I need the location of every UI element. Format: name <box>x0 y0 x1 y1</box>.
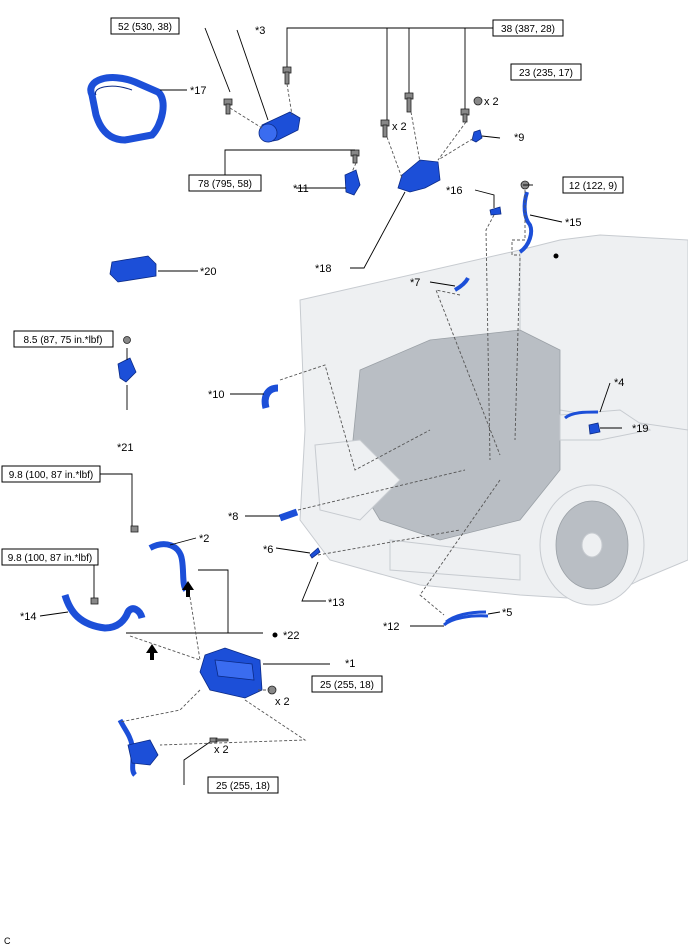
pipe-12-part <box>443 610 489 627</box>
torque-9-8-a-box: 9.8 (100, 87 in.*lbf) <box>1 465 101 483</box>
torque-38-box: 38 (387, 28) <box>492 19 564 37</box>
callout-14: *14 <box>20 611 37 623</box>
quantity-label: x 2 <box>392 121 407 133</box>
torque-9-8-b-box: 9.8 (100, 87 in.*lbf) <box>1 548 99 566</box>
leader-lines <box>39 27 622 785</box>
bolt-38-c <box>404 92 414 113</box>
dashed-guide-lines <box>119 83 526 746</box>
callout-20: *20 <box>200 266 217 278</box>
module-20-part <box>109 255 157 283</box>
bolt-38-d <box>460 108 470 123</box>
torque-25-a-box: 25 (255, 18) <box>311 675 383 693</box>
callout-17: *17 <box>190 85 207 97</box>
torque-23-box: 23 (235, 17) <box>510 63 582 81</box>
torque-78-box: 78 (795, 58) <box>188 174 262 192</box>
torque-25-b-box: 25 (255, 18) <box>207 776 279 794</box>
hose-15-part <box>518 191 534 254</box>
arrow-up-icon <box>182 581 194 597</box>
cover-part <box>258 111 301 143</box>
callout-12: *12 <box>383 621 400 633</box>
callout-2: *2 <box>199 533 209 545</box>
callout-5: *5 <box>502 607 512 619</box>
marker-dot-legend <box>272 632 278 638</box>
bolt-52 <box>223 98 233 115</box>
quantity-label: x 2 <box>275 696 290 708</box>
nut-23 <box>473 96 483 106</box>
torque-78-text: 78 (795, 58) <box>198 179 252 190</box>
bolt-38-a <box>282 66 292 85</box>
callout-19: *19 <box>632 423 649 435</box>
part-19 <box>588 422 601 435</box>
callout-9: *9 <box>514 132 524 144</box>
drive-belt-part <box>87 74 167 144</box>
torque-12-box: 12 (122, 9) <box>562 176 624 194</box>
callout-22: *22 <box>283 630 300 642</box>
torque-52-box: 52 (530, 38) <box>110 17 180 35</box>
compressor-lower-part <box>117 718 229 777</box>
hose-14-part <box>61 593 146 632</box>
bolt-38-b <box>380 119 390 138</box>
pipe-8-part <box>278 508 299 522</box>
hose-2-part <box>130 525 189 592</box>
torque-23-text: 23 (235, 17) <box>519 68 573 79</box>
callout-18: *18 <box>315 263 332 275</box>
torque-9-8-a-text: 9.8 (100, 87 in.*lbf) <box>9 470 94 481</box>
bracket-9-part <box>471 129 483 143</box>
callout-16: *16 <box>446 185 463 197</box>
torque-25-b-text: 25 (255, 18) <box>216 781 270 792</box>
bolt-78 <box>350 149 360 164</box>
torque-9-8-b-text: 9.8 (100, 87 in.*lbf) <box>8 553 93 564</box>
hose-10-part <box>261 384 279 409</box>
bracket-11-part <box>344 169 361 196</box>
figure-corner-letter: C <box>4 936 11 946</box>
compressor-part <box>199 647 277 699</box>
marker-dot <box>553 253 559 259</box>
arrow-up-icon-2 <box>146 644 158 660</box>
torque-52-text: 52 (530, 38) <box>118 22 172 33</box>
callout-3: *3 <box>255 25 265 37</box>
torque-12-text: 12 (122, 9) <box>569 181 617 192</box>
torque-8-5-text: 8.5 (87, 75 in.*lbf) <box>24 335 103 346</box>
callout-13: *13 <box>328 597 345 609</box>
vehicle-illustration <box>299 234 688 606</box>
callout-10: *10 <box>208 389 225 401</box>
compressor-bracket-part <box>397 159 441 193</box>
quantity-label: x 2 <box>214 744 229 756</box>
torque-8-5-box: 8.5 (87, 75 in.*lbf) <box>13 330 114 348</box>
callout-6: *6 <box>263 544 273 556</box>
torque-25-a-text: 25 (255, 18) <box>320 680 374 691</box>
callout-4: *4 <box>614 377 624 389</box>
callout-21: *21 <box>117 442 134 454</box>
callout-11: *11 <box>293 183 309 195</box>
callout-15: *15 <box>565 217 582 229</box>
torque-38-text: 38 (387, 28) <box>501 24 555 35</box>
clip-16-part <box>489 206 502 216</box>
quantity-label: x 2 <box>484 96 499 108</box>
callout-1: *1 <box>345 658 355 670</box>
pipe-7-part <box>453 277 470 292</box>
sensor-21-part <box>117 336 137 383</box>
callout-8: *8 <box>228 511 238 523</box>
hose-4-part <box>564 410 599 420</box>
callout-7: *7 <box>410 277 420 289</box>
clip-6-part <box>309 547 321 559</box>
